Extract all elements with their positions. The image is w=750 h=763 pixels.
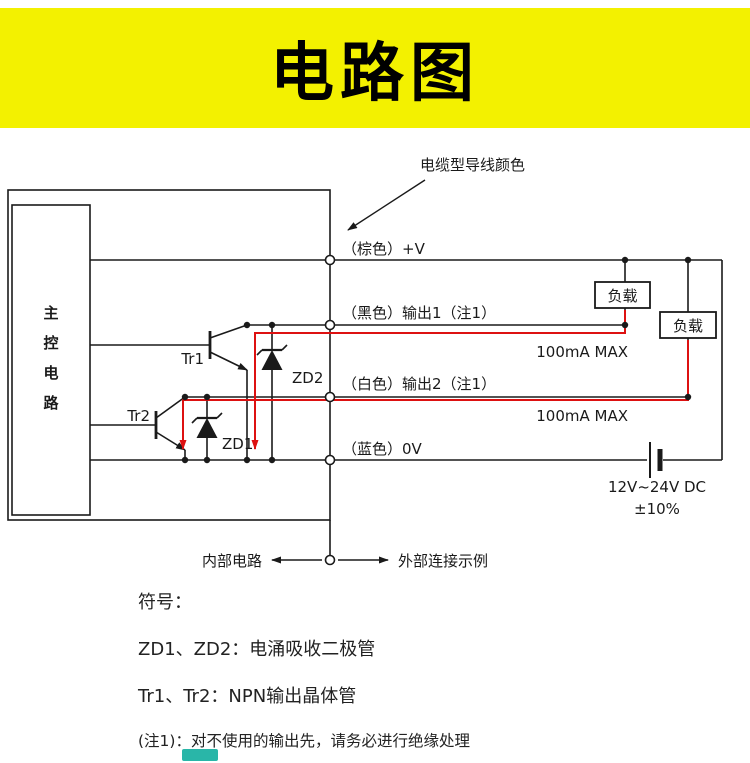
zd2-label: ZD2 [292,369,323,387]
legend-tr-line: Tr1、Tr2：NPN输出晶体管 [138,686,357,707]
output2-label: （白色）输出2（注1） [342,375,496,393]
legend-notes: 符号： ZD1、ZD2：电涌吸收二极管 Tr1、Tr2：NPN输出晶体管 (注1… [138,588,718,751]
main-box-char-2: 控 [43,334,58,352]
load1-label: 负载 [607,287,637,305]
page-bottom-accent [182,749,218,761]
main-box-char-1: 主 [43,304,58,322]
zd1-label: ZD1 [222,435,253,453]
cable-note-arrow [347,179,426,231]
legend-note1-line: (注1)：对不使用的输出先，请务必进行绝缘处理 [138,732,470,750]
internal-circuit-boundary [7,189,331,560]
red-path-output1 [251,310,626,450]
title-banner: 电路图 [0,8,750,128]
main-control-box: 主 控 电 路 [11,204,91,516]
v-plus-label: （棕色）+V [342,240,426,258]
circuit-diagram: 主 控 电 路 [7,156,723,570]
zener-zd1 [191,397,223,460]
legend-heading: 符号： [138,592,192,613]
cable-note-label: 电缆型导线颜色 [420,156,525,174]
legend-zd-line: ZD1、ZD2：电涌吸收二极管 [138,639,376,660]
tr2-label: Tr2 [126,407,150,425]
red-path-output2 [179,340,689,450]
transistor-tr1 [90,324,248,460]
terminal-output1 [324,319,336,331]
external-connection-label: 外部连接示例 [398,552,488,570]
zener-zd2 [256,325,288,460]
terminal-bottom [324,554,336,566]
supply-voltage-label: 12V~24V DC [608,478,706,496]
supply-tolerance-label: ±10% [634,500,680,518]
terminal-v-plus [324,254,336,266]
junction-dots [181,256,692,464]
main-box-char-3: 电 [43,364,58,382]
battery-symbol [649,442,663,478]
terminal-output2 [324,391,336,403]
terminal-zero-v [324,454,336,466]
output1-label: （黑色）输出1（注1） [342,304,496,322]
load-1: 负载 [594,281,651,309]
max-current-output1: 100mA MAX [536,343,628,361]
zero-v-label: （蓝色）0V [342,440,423,458]
internal-circuit-label: 内部电路 [202,552,262,570]
main-box-char-4: 路 [43,394,59,412]
page-title: 电路图 [270,37,480,111]
red-current-path [179,310,689,450]
max-current-output2: 100mA MAX [536,407,628,425]
terminal-circles [324,254,336,566]
tr1-label: Tr1 [180,350,204,368]
load-2: 负载 [659,311,717,339]
load2-label: 负载 [673,317,703,335]
